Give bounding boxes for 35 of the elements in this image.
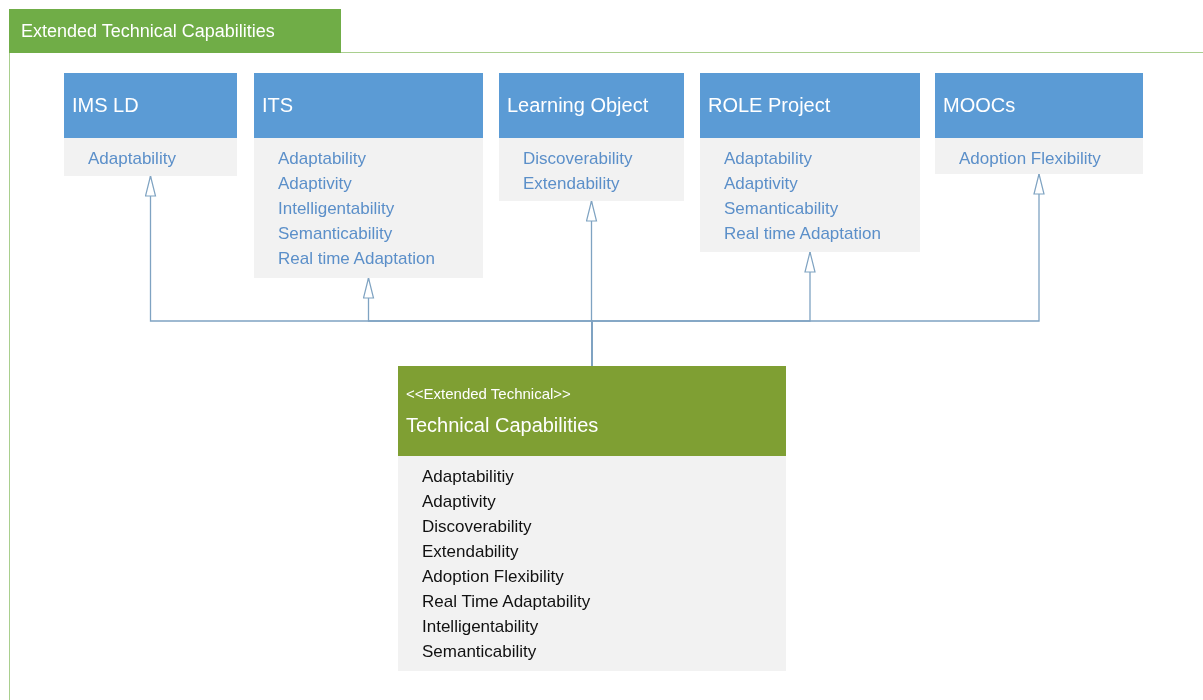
attribute-text: Adoption Flexibility [422,566,565,588]
attribute-text: Discoverability [523,148,634,170]
class-name: Learning Object [507,94,650,117]
attribute-text: Semanticability [278,223,394,245]
class-box [64,73,237,176]
attribute-text: Semanticability [724,198,840,220]
class-box [499,73,684,201]
attribute-text: Real time Adaptation [278,248,436,270]
class-box [398,366,786,671]
attribute-text: Intelligentability [278,198,396,220]
class-name: ROLE Project [708,94,832,117]
attribute-text: Extendability [422,541,520,563]
attribute-text: Semanticability [422,641,538,663]
attribute-text: Adaptivity [278,173,353,195]
attribute-text: Discoverability [422,516,533,538]
class-name: MOOCs [943,94,1017,117]
attribute-text: Adoption Flexibility [959,148,1102,170]
class-box [935,73,1143,174]
attribute-text: Adaptability [278,148,367,170]
class-box [700,73,920,252]
attribute-text: Adaptabilitiy [422,466,515,488]
attribute-text: Adaptivity [724,173,799,195]
stereotype-text: <<Extended Technical>> [406,385,572,402]
class-name: ITS [262,94,295,117]
attribute-text: Adaptivity [422,491,497,513]
attribute-text: Real time Adaptation [724,223,882,245]
package-tab: Extended Technical Capabilities [9,9,341,53]
attribute-text: Adaptability [724,148,813,170]
attribute-text: Extendability [523,173,621,195]
class-name: Technical Capabilities [406,414,600,437]
attribute-text: Adaptability [88,148,177,170]
class-box [254,73,483,278]
attribute-text: Intelligentability [422,616,540,638]
class-name: IMS LD [72,94,140,117]
attribute-text: Real Time Adaptability [422,591,592,613]
